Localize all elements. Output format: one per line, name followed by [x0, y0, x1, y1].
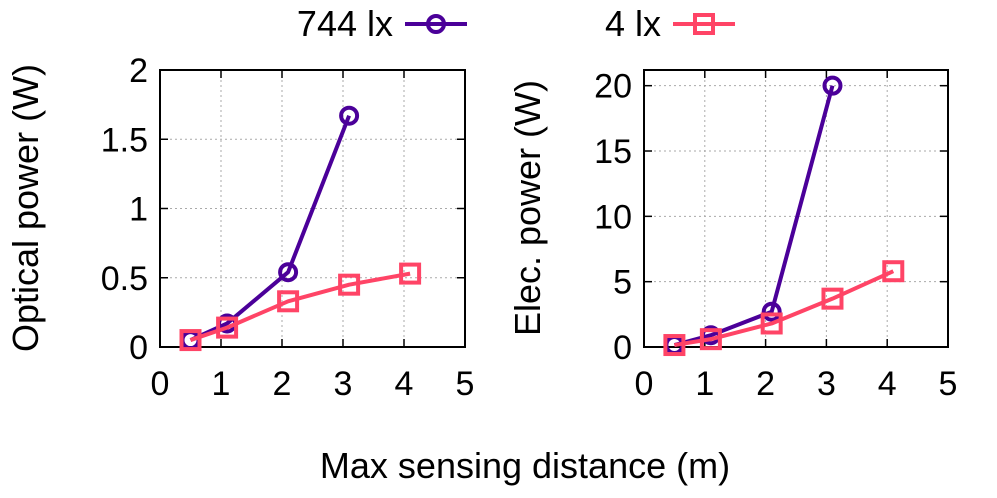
- data-point: [821, 287, 844, 310]
- y-tick-label: 10: [594, 198, 632, 236]
- data-point: [761, 301, 782, 322]
- legend-marker: [426, 14, 446, 34]
- x-tick-label: 3: [817, 365, 836, 403]
- y-tick-label: 15: [594, 133, 632, 171]
- data-point: [339, 105, 360, 126]
- legend-sample-0: [405, 14, 467, 34]
- x-tick-label: 5: [939, 365, 958, 403]
- legend: 744 lx 4 lx: [297, 3, 661, 44]
- series-line-744lx: [189, 114, 351, 342]
- series-line-744lx: [673, 85, 835, 347]
- y-tick-label: 1.5: [101, 121, 148, 159]
- x-tick-label: 0: [151, 365, 170, 403]
- x-tick-label: 2: [756, 365, 775, 403]
- data-point: [822, 75, 843, 96]
- y-tick-label: 5: [613, 264, 632, 302]
- series-line-4lx: [674, 269, 895, 348]
- y-axis-label: Elec. power (W): [507, 80, 548, 336]
- data-point: [663, 334, 686, 357]
- x-tick-label: 1: [212, 365, 231, 403]
- x-tick-label: 0: [635, 365, 654, 403]
- x-axis-label: Max sensing distance (m): [320, 445, 730, 486]
- data-point: [338, 273, 361, 296]
- plot-1: 0 1 2 3 4 5 0 0.5 1 1.5 2 Optical power (W): [5, 52, 474, 403]
- data-point: [399, 262, 422, 285]
- y-tick-label: 0: [129, 329, 148, 367]
- x-tick-label: 2: [273, 365, 292, 403]
- x-tick-label: 5: [456, 365, 475, 403]
- x-tick-label: 1: [695, 365, 714, 403]
- y-tick-label: 0: [613, 329, 632, 367]
- data-point: [216, 316, 239, 339]
- legend-marker: [693, 13, 715, 35]
- data-point: [760, 312, 783, 335]
- data-point: [699, 328, 722, 351]
- x-tick-label: 4: [878, 365, 897, 403]
- data-point: [278, 262, 299, 283]
- plot-2: 0 1 2 3 4 5 0 5 10 15 20 Elec. power (W): [507, 68, 957, 403]
- plot-frame: [643, 69, 949, 348]
- x-tick-label: 4: [395, 365, 414, 403]
- data-point: [179, 329, 202, 352]
- data-point: [277, 290, 300, 313]
- series-line-4lx: [189, 271, 411, 342]
- y-tick-label: 2: [129, 52, 148, 90]
- legend-sample-1: [673, 13, 735, 35]
- plot-frame: [159, 69, 466, 348]
- y-axis-label: Optical power (W): [5, 64, 46, 352]
- x-tick-label: 3: [334, 365, 353, 403]
- y-tick-label: 0.5: [101, 260, 148, 298]
- data-point: [882, 260, 905, 283]
- y-tick-label: 1: [129, 191, 148, 229]
- y-tick-label: 20: [594, 68, 632, 106]
- legend-label-744lx: 744 lx: [297, 3, 393, 44]
- legend-label-4lx: 4 lx: [605, 3, 661, 44]
